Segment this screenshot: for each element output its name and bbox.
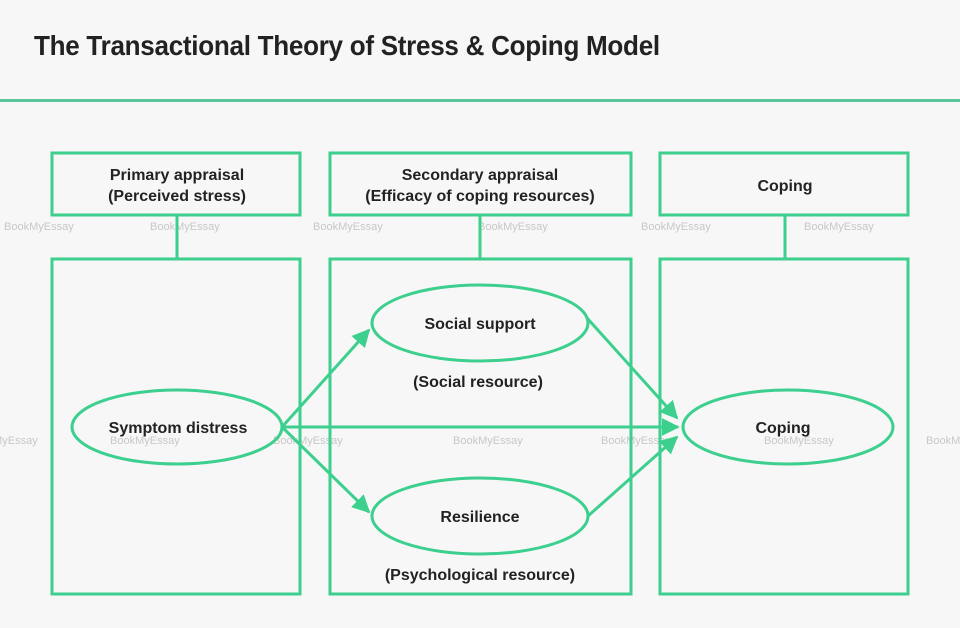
arrow-resilience-to-coping [587,435,679,518]
arrow-symptom-to-resilience [280,425,371,514]
arrow-symptom-to-social-support [280,328,371,429]
watermark: BookMyEssay [926,435,960,447]
coping-header-title: Coping [757,178,812,195]
watermark: BookMyEssay [764,435,834,447]
secondary-appraisal-title: Secondary appraisal [402,167,559,184]
watermark: BookMyEssay [313,221,383,233]
watermark: BookMyEssay [4,221,74,233]
coping-node [681,388,895,466]
watermarks: BookMyEssay BookMyEssay BookMyEssay Book… [0,221,960,447]
social-support-node [370,283,590,363]
primary-appraisal-header-box [50,151,302,217]
watermark: BookMyEssay [453,435,523,447]
coping-label: Coping [755,420,810,437]
psychological-resource-caption: (Psychological resource) [385,567,575,584]
watermark: BookMyEssay [478,221,548,233]
symptom-distress-label: Symptom distress [109,420,248,437]
title-divider [0,99,960,102]
secondary-appraisal-subtitle: (Efficacy of coping resources) [365,188,594,205]
watermark: BookMyEssay [150,221,220,233]
primary-appraisal-subtitle: (Perceived stress) [108,188,246,205]
resilience-label: Resilience [440,509,519,526]
watermark: BookMyEssay [804,221,874,233]
social-resource-caption: (Social resource) [413,374,543,391]
watermark: BookMyEssay [601,435,671,447]
watermark: BookMyEssay [110,435,180,447]
watermark: BookMyEssay [0,435,38,447]
primary-appraisal-title: Primary appraisal [110,167,244,184]
watermark: BookMyEssay [273,435,343,447]
page-title: The Transactional Theory of Stress & Cop… [34,30,660,61]
social-support-label: Social support [424,316,536,333]
arrow-social-support-to-coping [585,316,679,420]
secondary-appraisal-header-box [328,151,633,217]
watermark: BookMyEssay [641,221,711,233]
